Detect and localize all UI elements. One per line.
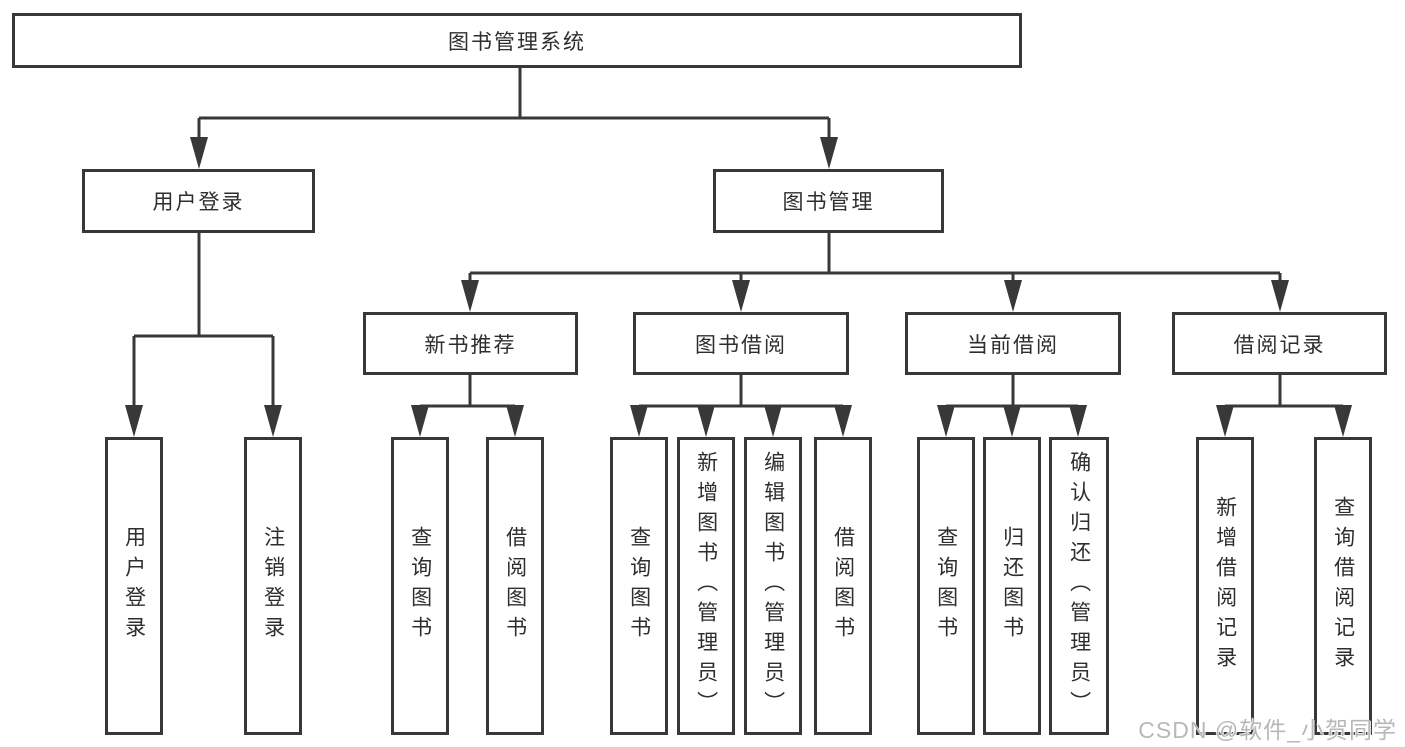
- node-user-login-leaf: 用户登录: [105, 437, 163, 735]
- node-nbr-borrow-books: 借阅图书: [486, 437, 544, 735]
- node-current-borrowing: 当前借阅: [905, 312, 1121, 375]
- node-cb-return-books: 归还图书: [983, 437, 1041, 735]
- node-bb-borrow-books: 借阅图书: [814, 437, 872, 735]
- node-bb-edit-books-admin: 编辑图书（管理员）: [744, 437, 802, 735]
- node-cb-confirm-return-admin: 确认归还（管理员）: [1049, 437, 1109, 735]
- node-cb-query-books: 查询图书: [917, 437, 975, 735]
- node-br-add-record: 新增借阅记录: [1196, 437, 1254, 735]
- node-nbr-query-books: 查询图书: [391, 437, 449, 735]
- node-bb-add-books-admin: 新增图书（管理员）: [677, 437, 735, 735]
- node-library-management-system: 图书管理系统: [12, 13, 1022, 68]
- node-borrowing-records: 借阅记录: [1172, 312, 1387, 375]
- node-new-book-recommend: 新书推荐: [363, 312, 578, 375]
- node-book-borrowing: 图书借阅: [633, 312, 849, 375]
- node-book-management: 图书管理: [713, 169, 944, 233]
- node-logout: 注销登录: [244, 437, 302, 735]
- watermark: CSDN @软件_小贺同学: [1138, 717, 1397, 743]
- node-user-login-branch: 用户登录: [82, 169, 315, 233]
- node-bb-query-books: 查询图书: [610, 437, 668, 735]
- node-br-query-record: 查询借阅记录: [1314, 437, 1372, 735]
